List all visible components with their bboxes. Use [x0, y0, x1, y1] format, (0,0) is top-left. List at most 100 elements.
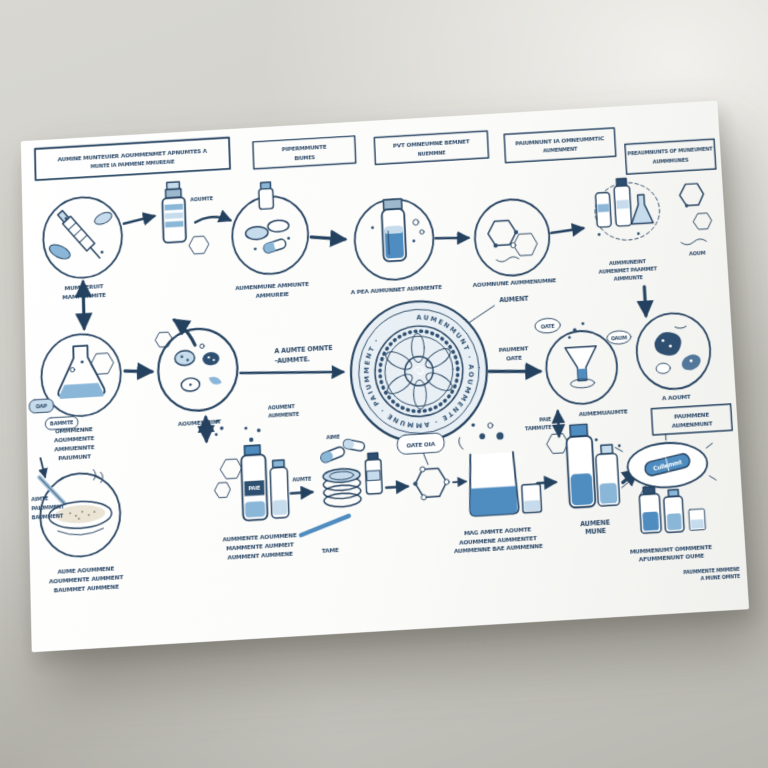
header2-line2: BIUMES [294, 155, 315, 162]
flask-label-3: AMMUENNTE [54, 445, 94, 454]
header3-line1: PVT OMNEUMNE BEMNET [393, 139, 470, 149]
hexagon-molecule-icon [220, 459, 242, 479]
small-vial-cap-icon [261, 182, 271, 189]
vials-label-3: AUMMENT AUMMENE [227, 551, 293, 561]
hexagon-molecule-icon [546, 433, 568, 453]
stir-stick-icon [300, 516, 349, 535]
cell-blob-icon [202, 352, 220, 366]
vials-label-1: AUMMENTE AOUMMENE [223, 533, 297, 544]
cluster-label-2: AUMENMET PAAMMET [599, 267, 658, 277]
tablet-icon [268, 220, 289, 233]
leaf-icon [93, 210, 114, 227]
microbe-blob-icon [681, 354, 702, 371]
arrow-cells-up [172, 319, 197, 348]
cluster-flask-icon [630, 194, 653, 224]
vial-cluster-node: AUMMUNEINT AUMENMET PAAMMET AIMMUNTE [593, 177, 663, 283]
flask-node: OMMMENNE AOUMMENTE AMMUENNTE PAIUMUNT [41, 332, 123, 462]
arrow-hourglass-bottles-double [558, 411, 559, 436]
big-vial-label: A PEA AUMUNNET AUMMENTE [351, 284, 443, 295]
aumte-note: AUMTE [292, 476, 312, 483]
capsule-callout-group: Cullemmt MUMMENUMT OMMMENTE AFUMMENUNT O… [615, 431, 721, 564]
arrow-pills-to-hexagon [386, 486, 407, 487]
arrow-bubble-to-bowl [40, 458, 45, 477]
bammte-bubble [45, 416, 78, 430]
bottom-right-label-1: MUMMENUMT OMMMENTE [630, 544, 713, 555]
tablet-icon [245, 226, 268, 240]
under-mid-note-1: AOUMENT [268, 404, 296, 412]
bottom-right-label-2: AFUMMENUNT OUME [639, 554, 705, 564]
bowl-node: AIMTE PAIUMMENT BAUMMENT AUME AOUMMENE A… [31, 468, 124, 594]
arrow-seal-to-hourglass [487, 362, 543, 381]
pills-label-2: AMMUREIE [256, 292, 290, 300]
paument-label: PAUMENT [499, 346, 529, 354]
right-box-line1: PAUMMENE [674, 412, 710, 420]
paie-label: PAIE [539, 416, 552, 423]
arrow-syringe-to-vial [124, 216, 155, 224]
hourglass-label: AUMEMUAUMTE [579, 409, 628, 418]
hexagon-molecule-icon [189, 236, 209, 254]
capsule-icon [263, 238, 287, 254]
syringe-label-2: MAMMENMITE [62, 293, 106, 302]
labeled-vials-group: PAIE AUMMENTE AOUMMENE MAMMENTE AUMMEIT … [212, 426, 297, 562]
vial-note: AOUMTE [190, 196, 214, 203]
central-seal: AUMENMUNT · AOUMMENTE · AMMUNE · PAIUMME… [348, 295, 529, 446]
capsule-icon [343, 439, 366, 452]
molecule-node: AOUMNUNE AUMMENUMNE [469, 197, 557, 289]
arrow-pills-to-bigvial [311, 235, 345, 241]
hourglass-node: OATE OAUM AUMEMUAUMTE [535, 314, 636, 418]
arrow-vial-to-pills [195, 216, 230, 222]
arrow-flask-to-cells [123, 362, 155, 381]
microbe-blob-icon [655, 362, 671, 374]
arrow-cluster-down [644, 287, 646, 316]
cluster-label-1: AUMMUNEINT [609, 259, 647, 267]
microbe-label: A AOUMT [662, 395, 691, 403]
header3-line2: NUEMMNE [418, 150, 447, 158]
beaker-label-3: AUMMENNE BAE AUMMENNE [454, 544, 543, 556]
oaum-bubble [607, 330, 632, 344]
oate-label: OATE [506, 355, 522, 362]
flask-label-4: PAIUMUNT [58, 454, 91, 462]
coin-icon [323, 468, 361, 483]
coin-icon [324, 492, 362, 508]
molecule-label: AOUMNUNE AUMMENUMNE [473, 278, 557, 289]
microbe-blob-icon [653, 331, 682, 357]
oate-bubble [535, 318, 561, 334]
bowl-left-1: AIMTE [31, 496, 49, 503]
seal-pointer-line [468, 306, 496, 323]
tame-note: TAME [322, 547, 339, 554]
pills-coins-group: AIME TAME [297, 435, 384, 555]
pills-label-1: AUMENMUNE AMMUNTE [235, 282, 309, 292]
bottles-label-1: AUMENE [580, 518, 610, 528]
cluster-label-3: AIMMUNTE [614, 275, 644, 283]
oate-oia-bubble [397, 433, 445, 455]
cap-bubble-text: OAP [36, 404, 48, 411]
cells-node: AOUMENMINT [157, 328, 239, 429]
arrow-vials-to-pills [291, 492, 312, 493]
capsule-icon [320, 446, 346, 464]
benzene-sketch: AOUM [678, 183, 714, 257]
mid-note-1: A AUMTE OMNTE [274, 344, 332, 356]
microbe-node: A AOUMT [635, 311, 714, 403]
vial-band-text: PAIE [248, 486, 261, 493]
bottle-cap-icon [643, 487, 655, 495]
flask-label-1: OMMMENNE [55, 427, 93, 435]
header5-line1: PREAUMNUNTS OF MUNEUMENT [627, 147, 713, 158]
bowl-label-2: AOUMMENTE AUMMENT [49, 575, 124, 586]
pills-node: AUMENMUNE AMMUNTE AMMUREIE [231, 180, 311, 300]
cells-label: AOUMENMINT [178, 420, 221, 429]
arrow-bigvial-to-molecule [436, 236, 469, 239]
corner-note-2: A MUNE OMNTE [700, 574, 740, 583]
bowl-left-3: BAUMMENT [32, 513, 64, 521]
arrow-cells-to-seal [239, 365, 346, 379]
header4-line1: PAIUMNUNT IA OMNEUMMTIC [515, 136, 604, 147]
cell-blob-icon [174, 350, 196, 367]
cap-bubble: OAP BAMMTE [28, 397, 78, 431]
pill-bottle-cap-icon [368, 453, 378, 460]
blue-bottles-group: AUMENE MUNE [546, 422, 621, 537]
arrow-molecule-to-cluster [551, 228, 583, 233]
header-box-2 [253, 136, 356, 169]
beaker-label-2: AOUMMENE AUMMENTET [459, 535, 537, 546]
bowl-label-1: AUME AOUMMENE [58, 567, 115, 577]
bottles-label-2: MUNE [585, 527, 606, 537]
hexagon-molecule-icon [90, 353, 114, 375]
